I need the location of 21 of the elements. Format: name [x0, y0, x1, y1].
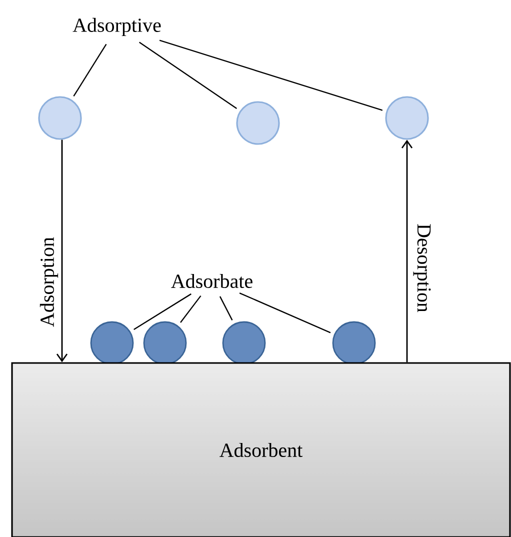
leader-line: [159, 40, 383, 111]
arrow: [56, 140, 68, 362]
adsorbate-circle: [332, 321, 376, 365]
label-text: Adsorptive: [72, 18, 161, 36]
edge-label: Desorption: [412, 222, 432, 314]
leader-line: [219, 296, 233, 320]
gas-circle: [236, 101, 280, 145]
arrow: [401, 140, 413, 362]
gas-circle: [385, 96, 429, 140]
leader-line: [239, 292, 331, 334]
leader-line: [138, 42, 238, 109]
leader-line: [134, 293, 192, 330]
leader-line: [73, 44, 107, 96]
adsorbate-circle: [143, 321, 187, 365]
adsorbate-circle: [90, 321, 134, 365]
leader-line: [180, 295, 202, 323]
edge-label: Adsorption: [38, 236, 60, 328]
adsorbent-block: Adsorbent: [11, 362, 511, 537]
adsorbate-circle: [222, 321, 266, 365]
label-text: Adsorbate: [171, 274, 252, 288]
gas-circle: [38, 96, 82, 140]
